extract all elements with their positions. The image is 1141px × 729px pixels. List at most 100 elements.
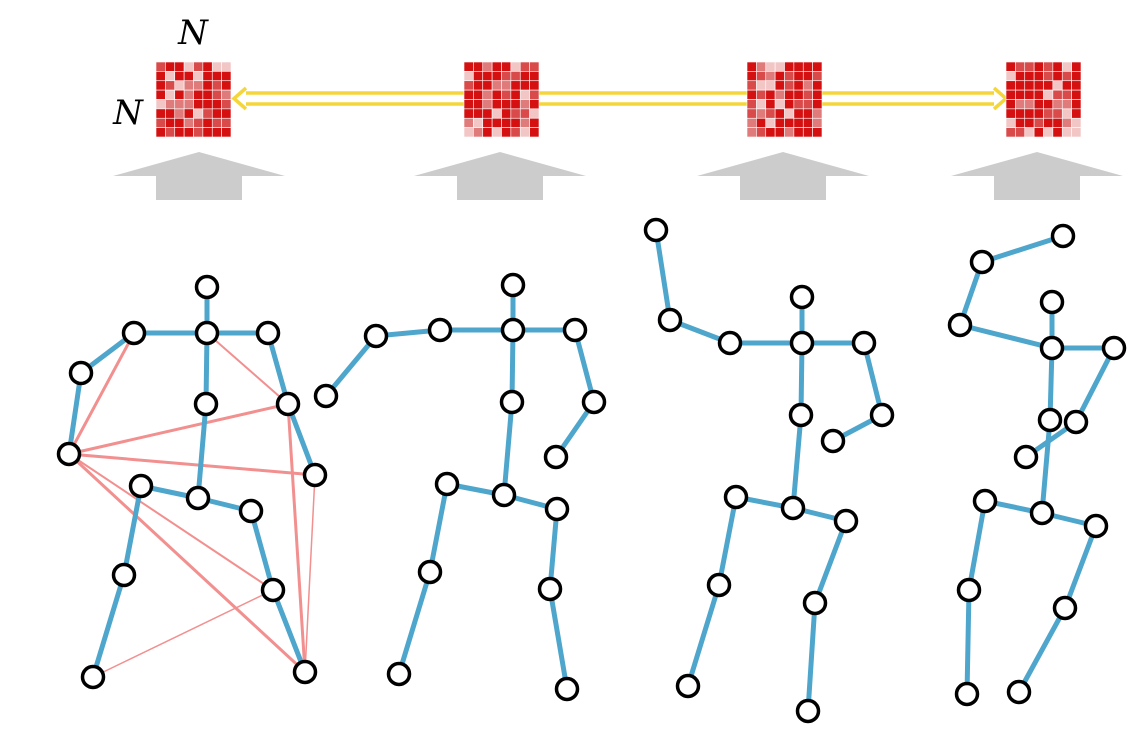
matrix-cell — [155, 127, 166, 138]
matrix-cell — [812, 99, 823, 110]
matrix-cell — [802, 89, 813, 100]
matrix-cell — [174, 89, 185, 100]
matrix-cell — [501, 108, 512, 119]
matrix-cell — [765, 71, 776, 82]
matrix-cell — [1033, 61, 1044, 72]
matrix-cell — [165, 108, 176, 119]
matrix-cell — [491, 89, 502, 100]
matrix-cell — [183, 61, 194, 72]
matrix-cell — [1061, 117, 1072, 128]
matrix-cell — [1052, 61, 1063, 72]
bone — [547, 506, 560, 592]
matrix-cell — [463, 80, 474, 91]
joint — [706, 572, 732, 598]
bone — [1062, 523, 1099, 611]
matrix-cell — [501, 127, 512, 138]
bone — [195, 401, 209, 501]
relation-edge — [67, 452, 307, 674]
matrix-cell — [221, 117, 232, 128]
joint — [193, 391, 219, 417]
matrix-cell — [183, 99, 194, 110]
matrix-cell — [221, 108, 232, 119]
matrix-cell — [1061, 71, 1072, 82]
matrix-cell — [1052, 108, 1063, 119]
matrix-cell — [211, 99, 222, 110]
matrix-cell — [473, 117, 484, 128]
matrix-cell — [174, 71, 185, 82]
joint — [500, 317, 526, 343]
joint — [820, 428, 846, 454]
matrix-cell — [1015, 80, 1026, 91]
matrix-cell — [784, 80, 795, 91]
joint — [434, 471, 460, 497]
matrix-cell — [812, 71, 823, 82]
matrix-cell — [165, 61, 176, 72]
matrix-cell — [519, 71, 530, 82]
joint — [543, 444, 569, 470]
matrix-cell — [463, 117, 474, 128]
matrix-cell — [174, 108, 185, 119]
bone — [1039, 417, 1053, 516]
matrix-cell — [211, 80, 222, 91]
matrix-cell — [491, 99, 502, 110]
matrix-cell — [793, 99, 804, 110]
matrix-cell — [202, 61, 213, 72]
joint — [833, 508, 859, 534]
matrix-cell — [1071, 80, 1082, 91]
matrix-cell — [1052, 127, 1063, 138]
matrix-cell — [812, 117, 823, 128]
matrix-cell — [1043, 71, 1054, 82]
matrix-cell — [211, 61, 222, 72]
matrix-cell — [529, 99, 540, 110]
bone — [653, 227, 673, 323]
matrix-cell — [1061, 61, 1072, 72]
matrix-cell — [510, 89, 521, 100]
joint — [723, 484, 749, 510]
matrix-cell — [765, 108, 776, 119]
matrix-cell — [473, 108, 484, 119]
joint — [1039, 335, 1065, 361]
joint — [789, 330, 815, 356]
matrix-cell — [1024, 117, 1035, 128]
up-arrow-icon — [414, 152, 586, 200]
joint — [427, 317, 453, 343]
joint — [386, 661, 412, 687]
joint — [491, 482, 517, 508]
matrix-cell — [482, 108, 493, 119]
matrix-cell — [473, 80, 484, 91]
matrix-cell — [1043, 108, 1054, 119]
matrix-cell — [774, 71, 785, 82]
adjacency-matrix-3 — [746, 61, 823, 138]
joint — [194, 320, 220, 346]
matrix-cell — [211, 127, 222, 138]
bone — [270, 587, 308, 675]
matrix-cell — [793, 127, 804, 138]
matrix-cell — [784, 89, 795, 100]
matrix-cell — [221, 127, 232, 138]
matrix-cell — [174, 80, 185, 91]
up-arrow-icon — [951, 152, 1123, 200]
matrix-cell — [1033, 71, 1044, 82]
matrix-cell — [784, 117, 795, 128]
matrix-cell — [1005, 99, 1016, 110]
matrix-cell — [1005, 61, 1016, 72]
matrix-cell — [1043, 99, 1054, 110]
matrix-cell — [756, 99, 767, 110]
matrix-cell — [793, 108, 804, 119]
matrix-cell — [519, 117, 530, 128]
bone — [812, 518, 849, 606]
matrix-cell — [1052, 99, 1063, 110]
matrix-cell — [510, 80, 521, 91]
matrix-cell — [519, 108, 530, 119]
joint — [1029, 500, 1055, 526]
matrix-cell — [765, 89, 776, 100]
matrix-cell — [1024, 71, 1035, 82]
matrix-cell — [155, 71, 166, 82]
matrix-cell — [165, 99, 176, 110]
matrix-cell — [183, 117, 194, 128]
matrix-cell — [1071, 127, 1082, 138]
relation-edge — [304, 474, 316, 673]
matrix-cell — [765, 127, 776, 138]
matrix-cell — [746, 71, 757, 82]
bone — [427, 481, 450, 575]
